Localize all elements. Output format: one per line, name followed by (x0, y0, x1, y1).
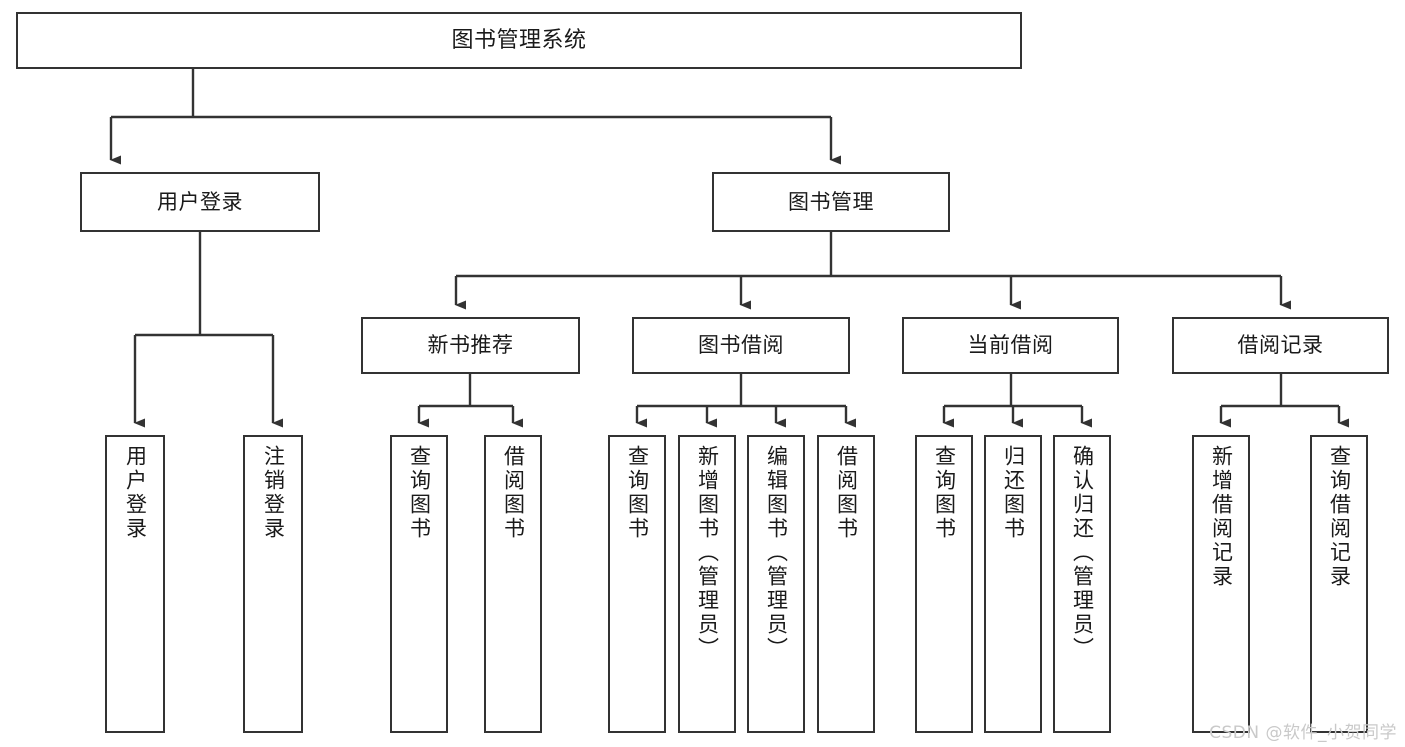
node-new-book-recommend[interactable]: 新书推荐 (361, 317, 580, 374)
node-label: 图书管理 (788, 189, 874, 214)
leaf-query-books-recommend[interactable]: 查询图书 (390, 435, 448, 733)
node-label: 确认归还（管理员） (1070, 445, 1095, 661)
node-label: 当前借阅 (967, 333, 1054, 358)
node-label: 图书管理系统 (451, 27, 587, 53)
leaf-add-borrow-record[interactable]: 新增借阅记录 (1192, 435, 1250, 733)
node-book-management[interactable]: 图书管理 (712, 172, 950, 232)
node-label: 新增借阅记录 (1209, 445, 1234, 589)
node-label: 用户登录 (157, 189, 243, 214)
node-label: 查询借阅记录 (1327, 445, 1352, 589)
node-label: 借阅图书 (501, 445, 526, 541)
leaf-edit-book-admin[interactable]: 编辑图书（管理员） (747, 435, 805, 733)
node-label: 新增图书（管理员） (695, 445, 720, 661)
leaf-query-borrow-record[interactable]: 查询借阅记录 (1310, 435, 1368, 733)
node-book-borrow[interactable]: 图书借阅 (632, 317, 850, 374)
leaf-borrow-books-recommend[interactable]: 借阅图书 (484, 435, 542, 733)
node-label: 图书借阅 (698, 333, 784, 358)
node-label: 新书推荐 (427, 333, 514, 358)
node-root-system[interactable]: 图书管理系统 (16, 12, 1022, 69)
node-borrow-record[interactable]: 借阅记录 (1172, 317, 1389, 374)
leaf-borrow-books[interactable]: 借阅图书 (817, 435, 875, 733)
node-label: 注销登录 (261, 445, 286, 541)
leaf-query-books-borrow[interactable]: 查询图书 (608, 435, 666, 733)
node-label: 借阅图书 (834, 445, 859, 541)
node-label: 查询图书 (407, 445, 432, 541)
watermark-text: CSDN @软件_小贺同学 (1209, 723, 1397, 743)
leaf-add-book-admin[interactable]: 新增图书（管理员） (678, 435, 736, 733)
node-label: 用户登录 (123, 445, 148, 541)
node-label: 归还图书 (1001, 445, 1026, 541)
leaf-user-login[interactable]: 用户登录 (105, 435, 165, 733)
leaf-return-books[interactable]: 归还图书 (984, 435, 1042, 733)
node-label: 查询图书 (625, 445, 650, 541)
node-label: 编辑图书（管理员） (764, 445, 789, 661)
leaf-query-books-current[interactable]: 查询图书 (915, 435, 973, 733)
node-user-login[interactable]: 用户登录 (80, 172, 320, 232)
leaf-confirm-return-admin[interactable]: 确认归还（管理员） (1053, 435, 1111, 733)
node-label: 借阅记录 (1237, 333, 1324, 358)
node-current-borrow[interactable]: 当前借阅 (902, 317, 1119, 374)
leaf-logout[interactable]: 注销登录 (243, 435, 303, 733)
node-label: 查询图书 (932, 445, 957, 541)
